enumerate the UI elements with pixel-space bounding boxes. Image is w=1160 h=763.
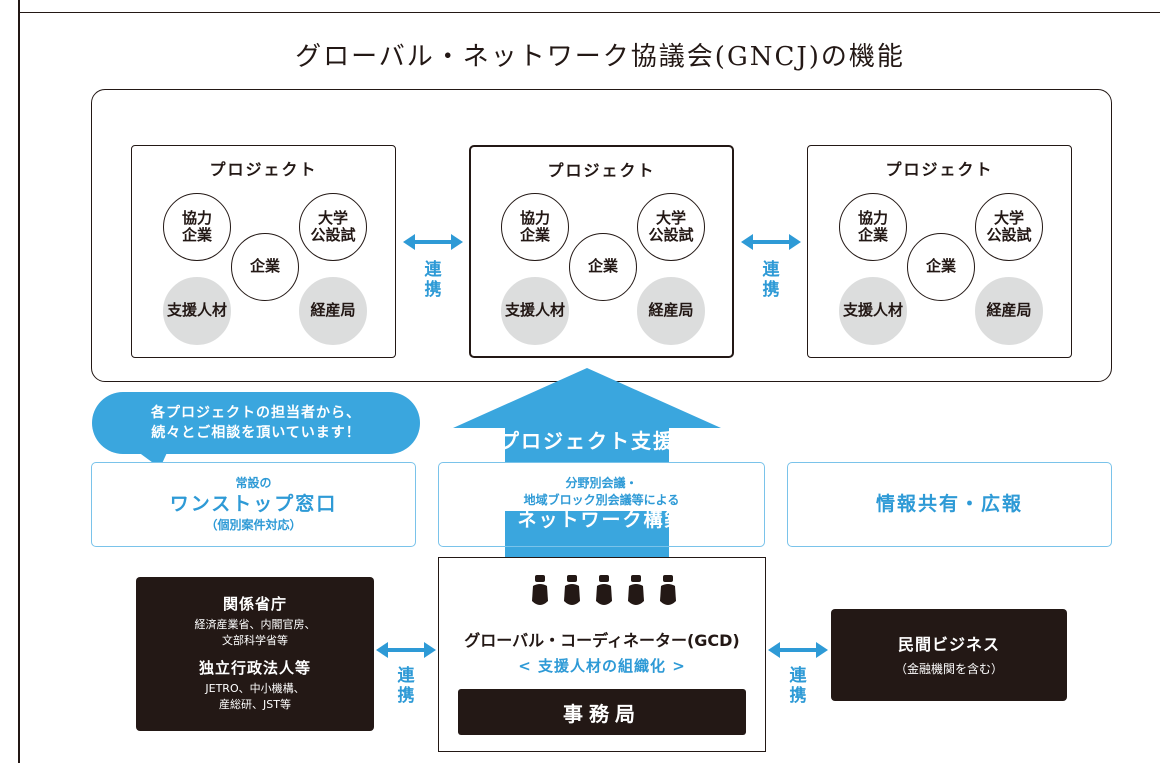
network-building-box: 分野別会議・ 地域ブロック別会議等による ネットワーク構築 xyxy=(438,462,765,547)
circle-label: 支援人材 xyxy=(166,301,227,320)
gcd-subtitle: < 支援人材の組織化 > xyxy=(518,657,686,675)
person-icon xyxy=(660,575,676,605)
network-small-top: 分野別会議・ xyxy=(565,475,638,490)
circle-label: 企業 xyxy=(925,257,956,276)
circle-support-staff: 支援人材 xyxy=(501,277,569,345)
circle-label: 企業 xyxy=(249,257,280,276)
double-arrow-icon xyxy=(741,234,801,250)
circle-label: 企業 xyxy=(587,257,618,276)
circle-regional-bureau: 経産局 xyxy=(637,277,705,345)
circle-regional-bureau: 経産局 xyxy=(299,277,367,345)
circle-company: 企業 xyxy=(907,233,975,301)
private-business-title: 民間ビジネス xyxy=(897,635,1000,655)
circle-support-staff: 支援人材 xyxy=(839,277,907,345)
secretariat-box: 事務局 xyxy=(458,689,746,735)
one-stop-window-box: 常設の ワンストップ窓口 （個別案件対応） xyxy=(91,462,416,547)
circle-university: 大学 公設試 xyxy=(637,193,705,261)
circle-partner-company: 協力 企業 xyxy=(839,193,907,261)
circle-label: 大学 公設試 xyxy=(648,208,694,244)
circle-label: 経産局 xyxy=(648,301,694,320)
network-box-top-fill xyxy=(502,463,717,511)
double-arrow-icon xyxy=(376,642,436,658)
double-arrow-icon xyxy=(403,234,463,250)
project-title: プロジェクト xyxy=(885,160,994,179)
circle-support-staff: 支援人材 xyxy=(163,277,231,345)
network-box-right-fill xyxy=(715,463,764,546)
one-stop-small-top: 常設の xyxy=(235,475,272,490)
double-arrow-icon xyxy=(768,642,828,658)
agencies-title: 独立行政法人等 xyxy=(198,658,311,677)
frame-top-border xyxy=(18,12,1160,13)
info-sharing-title: 情報共有・広報 xyxy=(875,492,1023,515)
project-title: プロジェクト xyxy=(209,160,318,179)
circle-label: 協力 企業 xyxy=(857,208,888,244)
circle-partner-company: 協力 企業 xyxy=(163,193,231,261)
government-title: 関係省庁 xyxy=(222,595,287,613)
one-stop-small-bottom: （個別案件対応） xyxy=(205,518,302,533)
circle-university: 大学 公設試 xyxy=(299,193,367,261)
agencies-detail: JETRO、中小機構、 産総研、JST等 xyxy=(205,681,305,711)
network-small-mid: 地域ブロック別会議等による xyxy=(523,492,680,507)
person-icon xyxy=(532,575,548,605)
circle-label: 協力 企業 xyxy=(519,208,550,244)
link-label: 連 携 xyxy=(762,260,780,301)
person-icon xyxy=(564,575,580,605)
circle-company: 企業 xyxy=(231,233,299,301)
circle-company: 企業 xyxy=(569,233,637,301)
link-label: 連 携 xyxy=(397,666,415,707)
circle-label: 大学 公設試 xyxy=(310,208,356,244)
diagram-title: グローバル・ネットワーク協議会(GNCJ)の機能 xyxy=(295,42,905,72)
project-title: プロジェクト xyxy=(547,161,656,180)
circle-regional-bureau: 経産局 xyxy=(975,277,1043,345)
person-icon xyxy=(596,575,612,605)
government-box: 関係省庁 経済産業省、内閣官房、 文部科学省等 独立行政法人等 JETRO、中小… xyxy=(136,577,374,731)
person-icon xyxy=(628,575,644,605)
government-detail: 経済産業省、内閣官房、 文部科学省等 xyxy=(194,618,316,647)
circle-label: 経産局 xyxy=(986,301,1032,320)
circle-partner-company: 協力 企業 xyxy=(501,193,569,261)
private-business-detail: （金融機関を含む） xyxy=(894,662,1003,677)
project-box-2: プロジェクト 協力 企業 大学 公設試 企業 支援人材 経産局 xyxy=(469,145,734,358)
network-title: ネットワーク構築 xyxy=(517,509,686,532)
circle-label: 経産局 xyxy=(310,301,356,320)
circle-label: 大学 公設試 xyxy=(986,208,1032,244)
one-stop-title: ワンストップ窓口 xyxy=(169,492,338,515)
project-box-1: プロジェクト 協力 企業 大学 公設試 企業 支援人材 経産局 xyxy=(131,145,396,358)
circle-university: 大学 公設試 xyxy=(975,193,1043,261)
info-sharing-box: 情報共有・広報 xyxy=(787,462,1112,547)
circle-label: 協力 企業 xyxy=(181,208,212,244)
project-support-label: プロジェクト支援 xyxy=(499,429,675,453)
speech-bubble: 各プロジェクトの担当者から、 続々とご相談を頂いています！ xyxy=(92,392,420,454)
project-box-3: プロジェクト 協力 企業 大学 公設試 企業 支援人材 経産局 xyxy=(807,145,1072,358)
link-label: 連 携 xyxy=(424,260,442,301)
network-box-left-fill xyxy=(439,463,502,546)
circle-label: 支援人材 xyxy=(842,301,903,320)
gcd-name: グローバル・コーディネーター(GCD) xyxy=(464,631,740,650)
private-business-box: 民間ビジネス （金融機関を含む） xyxy=(831,609,1067,701)
frame-left-border xyxy=(18,0,20,763)
link-label: 連 携 xyxy=(789,666,807,707)
circle-label: 支援人材 xyxy=(504,301,565,320)
